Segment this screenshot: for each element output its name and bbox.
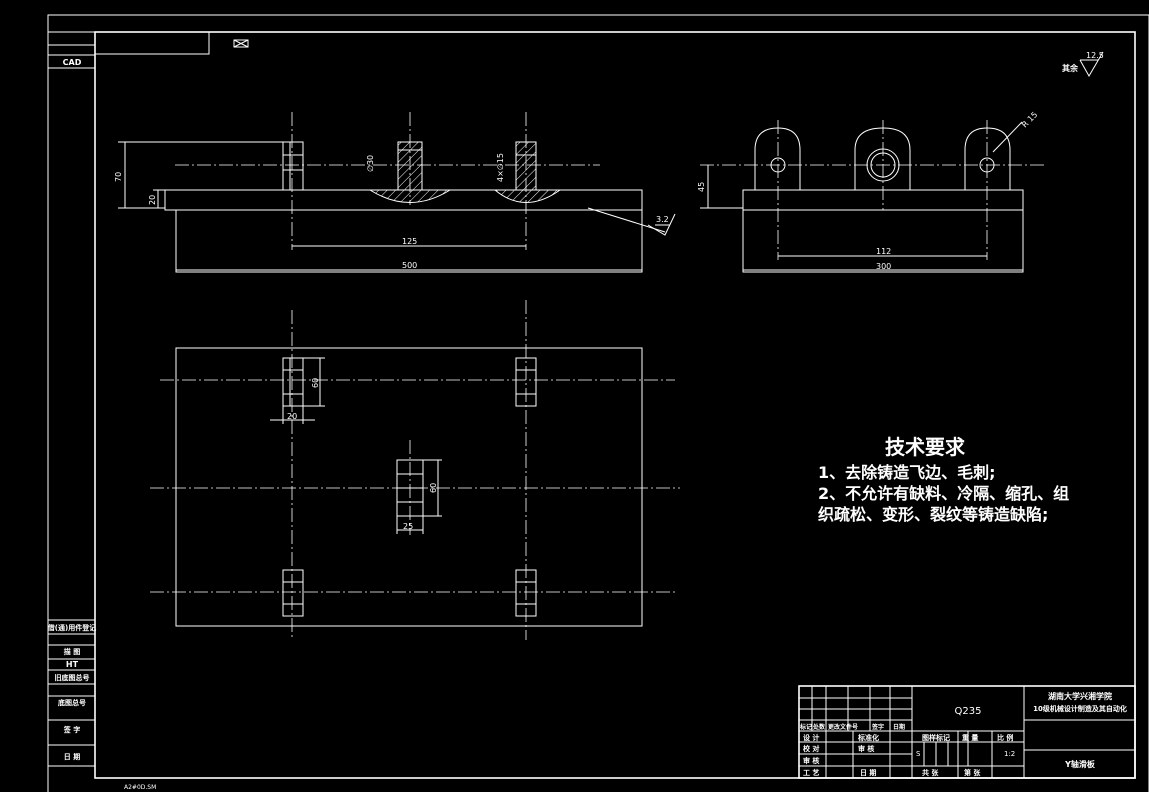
dim-base-height: 20 [148,195,157,205]
title-block [798,685,1136,779]
stage-label: 图样标记 [922,733,950,742]
header-cell-3: 更改文件号 [828,723,858,731]
dim-slot-w-2: 25 [403,522,413,531]
review-label: 审 核 [803,756,819,765]
dim-width: 300 [876,262,891,271]
tech-line-3: 织疏松、变形、裂纹等铸造缺陷; [818,505,1048,524]
dim-inner-span: 112 [876,247,891,256]
part-name: Y轴滑板 [1064,759,1096,769]
side-view [700,120,1045,273]
check-extra: 审 核 [858,744,874,753]
left-label-2: 描 图 [64,647,80,656]
roughness-symbol [1079,51,1104,78]
bottom-note: A2#0D.SM [124,784,156,791]
scale-value: 1:2 [1004,750,1015,758]
stage-value: S [916,750,921,758]
dim-slot-h-2: 60 [429,483,438,493]
dim-center-span: 125 [402,237,417,246]
sheet-no: 第 张 [964,768,981,777]
roughness-surface-value: 3.2 [656,215,669,224]
left-label-3: HT [66,660,79,669]
dim-slot-w-1: 20 [287,412,297,421]
left-strip [48,31,95,767]
inner-frame [94,31,1136,779]
material: Q235 [955,706,982,717]
process-label: 工 艺 [803,768,819,777]
dim-hole-dia: ∅30 [366,155,375,172]
tech-line-1: 1、去除铸造飞边、毛刺; [818,463,996,482]
school-line-2: 10级机械设计制造及其自动化 [1033,704,1127,713]
scale-label: 比 例 [997,733,1013,742]
envelope-icon [233,39,249,48]
left-label-1: 借(通)用件登记 [47,623,96,632]
top-view [150,300,680,640]
roughness-rest-value: 12.5 [1086,51,1104,60]
weight-label: 重 量 [962,733,978,742]
check-label: 校 对 [803,744,819,753]
design-label: 设 计 [803,733,819,742]
front-view [118,112,676,273]
dim-slot-h-1: 60 [311,378,320,388]
tech-line-2: 2、不允许有缺料、冷隔、缩孔、组 [818,484,1069,503]
header-cell-4: 签字 [871,723,884,731]
left-label-6: 签 字 [63,725,80,734]
tech-title: 技术要求 [885,435,966,459]
header-cell-1: 标记 [799,723,812,731]
left-label-7: 日 期 [64,752,80,761]
left-label-5: 底图总号 [58,698,86,707]
cad-label: CAD [63,58,82,67]
dim-slot: 4×∅15 [496,153,505,182]
header-cell-5: 日期 [893,723,905,731]
dim-radius: R 15 [1020,110,1039,129]
left-label-4: 旧底图总号 [55,673,90,682]
school-line-1: 湖南大学兴湘学院 [1048,691,1112,701]
code-box [94,31,210,55]
dim-side-height: 45 [697,182,706,192]
date-label: 日 期 [860,768,876,777]
total-sheets: 共 张 [922,768,939,777]
dim-length: 500 [402,261,417,270]
dim-height-total: 70 [114,172,123,182]
header-cell-2: 处数 [812,723,826,731]
design-extra: 标准化 [857,733,879,742]
outer-frame [47,14,1149,792]
roughness-rest-label: 其余 [1062,63,1079,73]
